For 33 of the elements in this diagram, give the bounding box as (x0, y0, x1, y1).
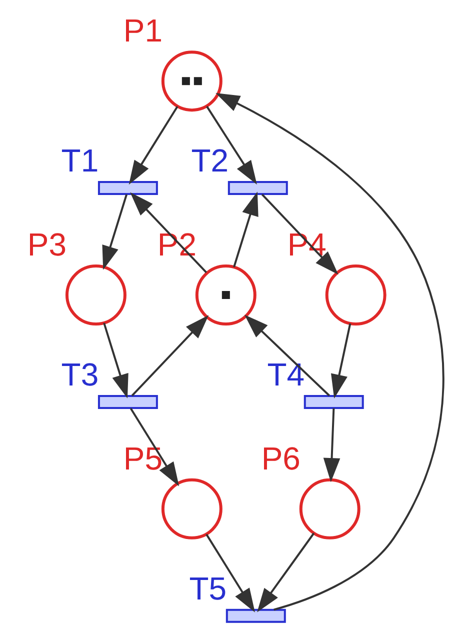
arrow (102, 194, 128, 270)
arrow (232, 192, 258, 268)
arrow (129, 408, 179, 486)
node-box (303, 394, 364, 409)
node-label: P5 (122, 440, 162, 477)
node-circle (64, 264, 126, 326)
node-circle (160, 50, 222, 112)
node-box (227, 181, 288, 196)
node-label: T2 (190, 142, 228, 179)
arrow (322, 408, 340, 482)
node-circle (160, 478, 222, 540)
arrow (256, 532, 314, 612)
arrow (215, 93, 444, 611)
node-label: P1 (122, 12, 162, 49)
node-label: T3 (60, 356, 98, 393)
node-label: T1 (60, 142, 98, 179)
arrow (205, 534, 254, 612)
arrow (130, 315, 208, 396)
node-label: T5 (188, 570, 226, 606)
arrow (244, 314, 330, 396)
arrow (330, 323, 351, 398)
node-circle (194, 264, 256, 326)
node-circle (324, 264, 386, 326)
arrow (128, 106, 178, 185)
node-box (97, 394, 158, 409)
node-box (225, 608, 286, 623)
arrow (206, 106, 256, 185)
node-label: P6 (260, 440, 300, 477)
node-box (97, 181, 158, 196)
arrow (102, 322, 128, 398)
node-label: T4 (266, 356, 304, 393)
node-label: P3 (26, 226, 66, 263)
node-circle (298, 478, 360, 540)
